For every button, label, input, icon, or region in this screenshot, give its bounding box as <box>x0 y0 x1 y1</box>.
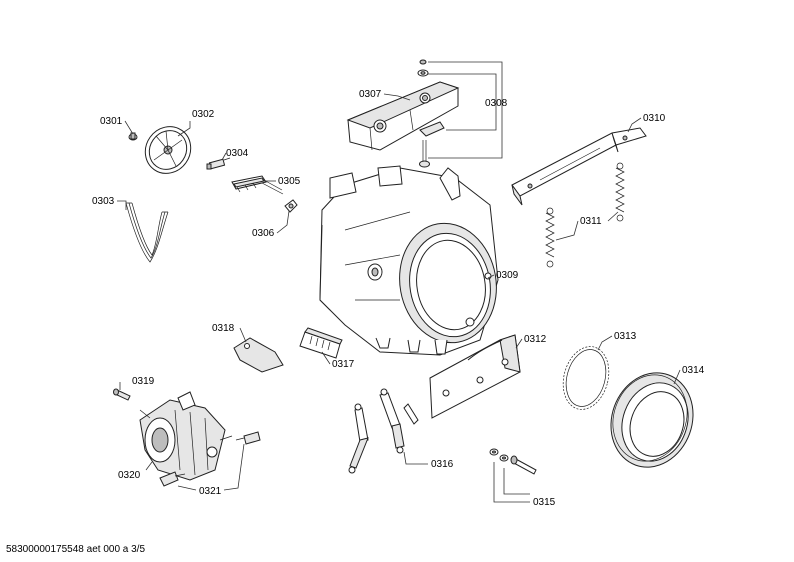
part-0317-vent[interactable] <box>299 327 343 359</box>
label-0319[interactable]: 0319 <box>132 376 155 387</box>
label-0308[interactable]: 0308 <box>485 98 508 109</box>
document-footer: 58300000175548 aet 000 a 3/5 <box>6 544 145 555</box>
part-labels: 0301 0302 0303 0304 0305 0306 0307 0308 … <box>92 89 705 508</box>
label-0320[interactable]: 0320 <box>118 470 141 481</box>
label-0317[interactable]: 0317 <box>332 359 355 370</box>
part-0308-fixing-set[interactable] <box>417 59 430 168</box>
label-0307[interactable]: 0307 <box>359 89 382 100</box>
part-0306-clip[interactable] <box>284 199 298 213</box>
part-0313-clamp-ring[interactable] <box>556 341 615 414</box>
leader-lines <box>117 61 681 503</box>
label-0318[interactable]: 0318 <box>212 323 235 334</box>
part-0301-screw[interactable] <box>128 132 138 141</box>
label-0312[interactable]: 0312 <box>524 334 547 345</box>
part-0305-heating-element[interactable] <box>231 175 284 195</box>
label-0309[interactable]: 0309 <box>496 270 519 281</box>
part-0303-drive-belt[interactable] <box>125 202 169 263</box>
part-0302-pulley[interactable] <box>136 118 200 183</box>
label-0315[interactable]: 0315 <box>533 497 556 508</box>
part-0310-bracket[interactable] <box>511 127 647 206</box>
part-0319-screw[interactable] <box>113 388 131 401</box>
label-0316[interactable]: 0316 <box>431 459 454 470</box>
label-0313[interactable]: 0313 <box>614 331 637 342</box>
label-0304[interactable]: 0304 <box>226 148 249 159</box>
label-0302[interactable]: 0302 <box>192 109 215 120</box>
label-0301[interactable]: 0301 <box>100 116 123 127</box>
part-0309-tub[interactable] <box>319 165 506 356</box>
part-0304-sensor[interactable] <box>206 157 231 170</box>
part-0320-motor[interactable] <box>139 391 233 481</box>
label-0305[interactable]: 0305 <box>278 176 301 187</box>
label-0310[interactable]: 0310 <box>643 113 666 124</box>
part-0321-carbon-brushes[interactable] <box>159 431 261 487</box>
part-0318-plate[interactable] <box>233 337 284 373</box>
part-0312-counterweight-front[interactable] <box>429 334 521 419</box>
part-0311-springs[interactable] <box>545 162 625 268</box>
label-0303[interactable]: 0303 <box>92 196 115 207</box>
part-0307-counterweight[interactable] <box>346 81 460 151</box>
label-0321[interactable]: 0321 <box>199 486 222 497</box>
part-0314-door-seal[interactable] <box>598 361 706 479</box>
label-0306[interactable]: 0306 <box>252 228 275 239</box>
label-0311[interactable]: 0311 <box>580 216 602 227</box>
part-0315-screw-set[interactable] <box>489 448 537 475</box>
label-0314[interactable]: 0314 <box>682 365 705 376</box>
part-0316-shock-absorbers[interactable] <box>348 388 419 474</box>
